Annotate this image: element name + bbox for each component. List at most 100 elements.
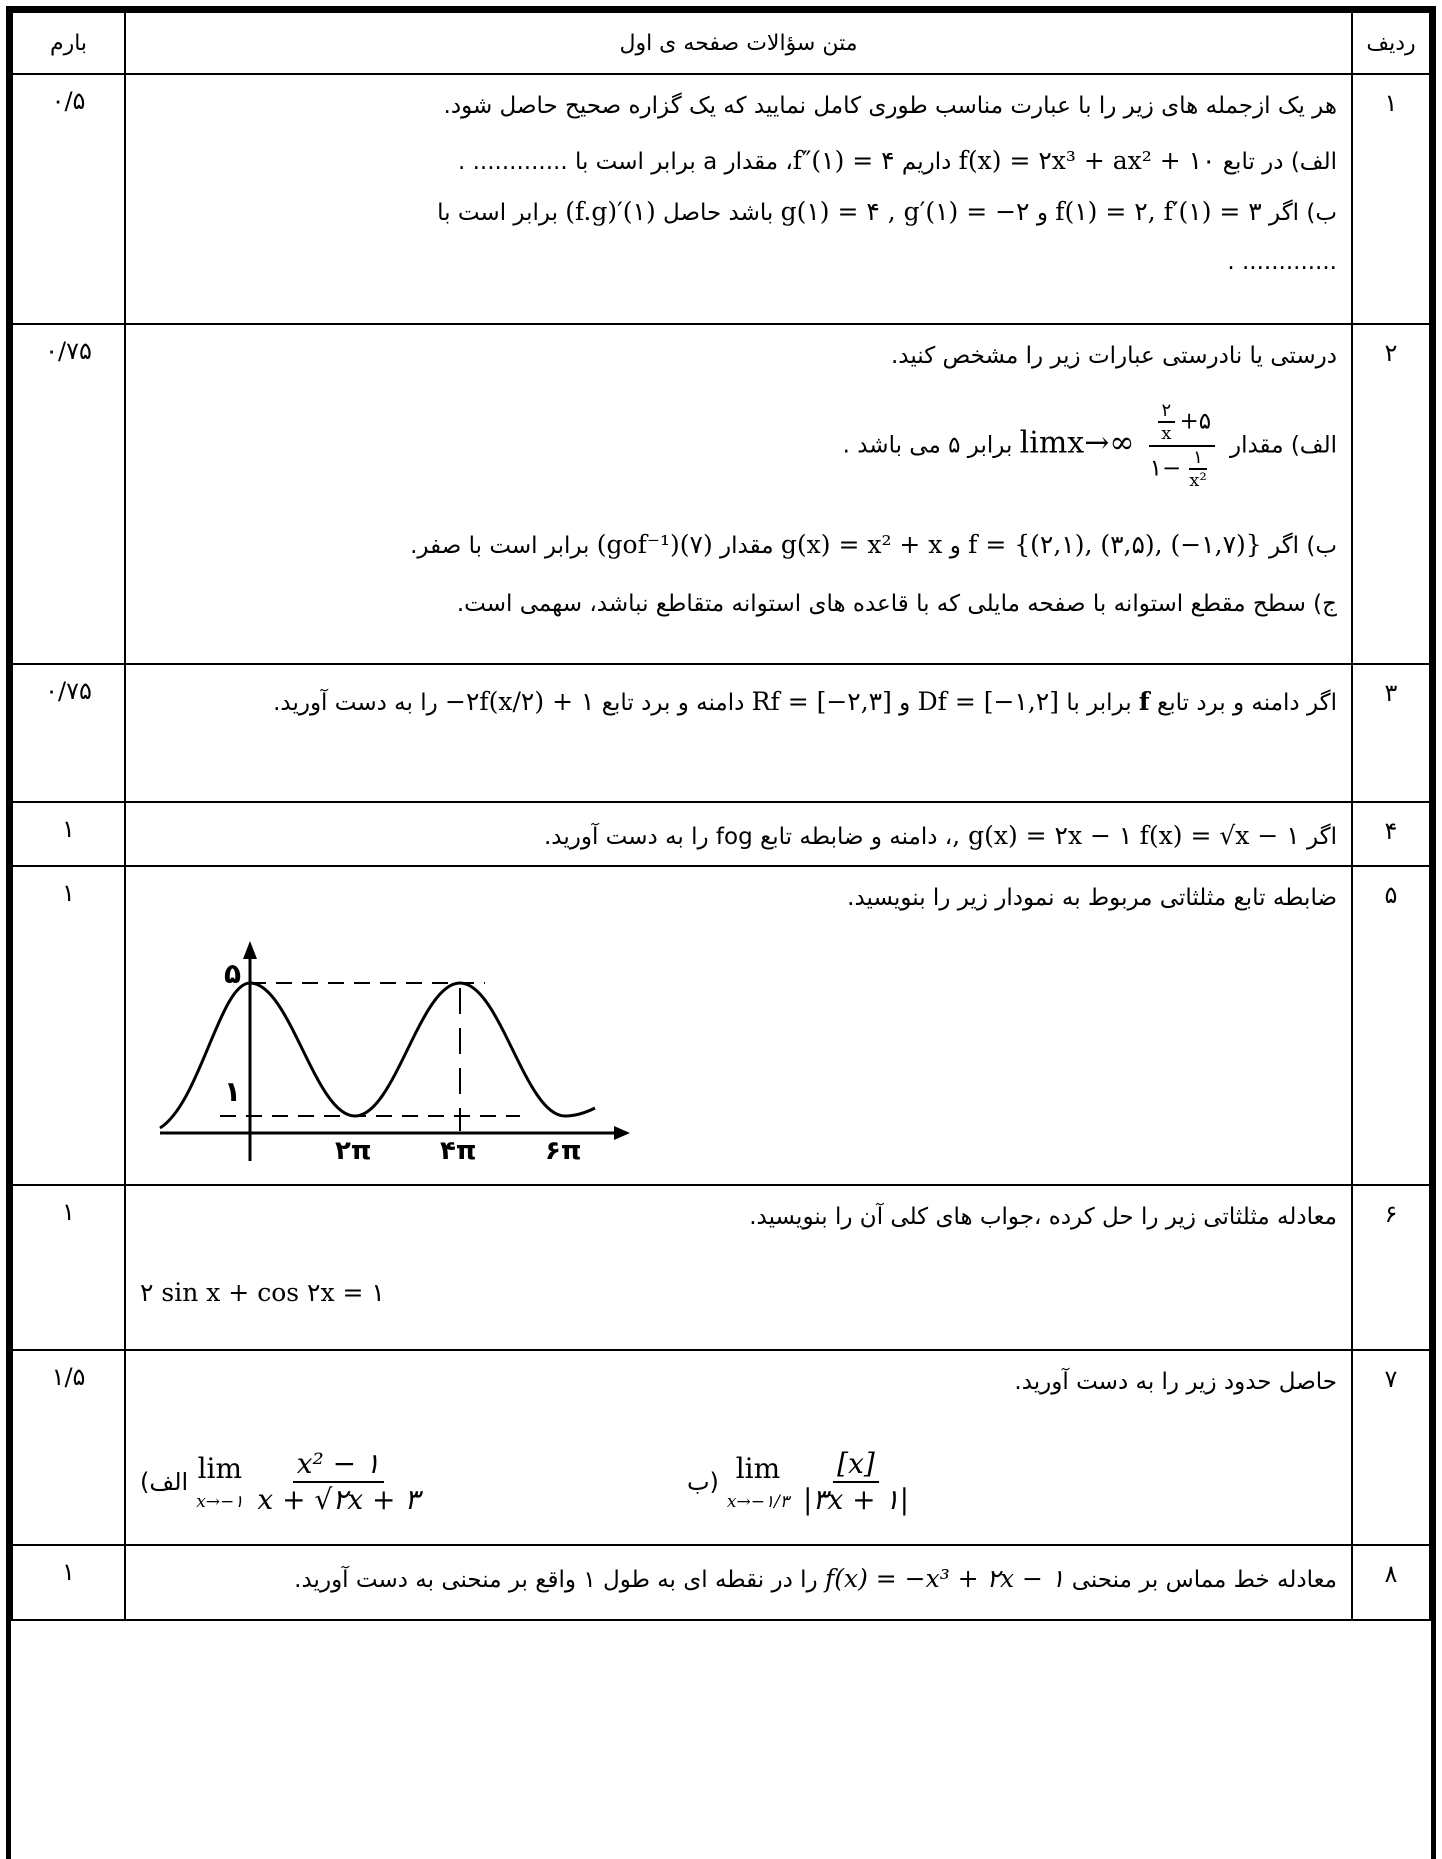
part-prefix: اگر	[1306, 824, 1337, 850]
question-score: ۰/۵	[11, 73, 126, 325]
question-row-3: ۳ اگر دامنه و برد تابع f برابر با Df = […	[11, 663, 1431, 803]
part-suffix: ، دامنه و ضابطه تابع fog را به دست آورید…	[543, 824, 953, 850]
part-suffix: برابر است با صفر.	[410, 532, 590, 559]
question-title: درستی یا نادرستی عبارات زیر را مشخص کنید…	[890, 343, 1337, 369]
fraction-denominator: x + √۲x + ۳	[257, 1482, 420, 1516]
part-suffix: را در نقطه ای به طول ۱ واقع بر منحنی به …	[294, 1566, 818, 1593]
curve	[159, 981, 596, 1130]
part-prefix: ب) اگر	[1269, 200, 1337, 226]
lim-text: lim	[197, 1451, 243, 1485]
function-name: f	[1138, 687, 1150, 716]
y-axis-arrow	[243, 941, 257, 959]
question-score: ۱	[11, 1543, 126, 1621]
part-suffix: را به دست آورید.	[273, 690, 438, 716]
x-label-2pi: ۲π	[335, 1136, 371, 1163]
question-part-b: ب) اگر f(۱) = ۲, f′(۱) = ۳ و g(۱) = ۴ , …	[140, 193, 1337, 231]
question-title: حاصل حدود زیر را به دست آورید.	[1014, 1368, 1337, 1395]
math-function: f(x) = ۲x³ + ax² + ۱۰	[958, 145, 1216, 175]
limit-a-label: (الف	[140, 1467, 189, 1496]
x-axis-arrow	[614, 1126, 630, 1140]
inner-denominator: x	[1161, 423, 1172, 445]
part-prefix: معادله خط مماس بر منحنی	[1071, 1566, 1337, 1593]
part-mid: برابر با	[1066, 690, 1132, 716]
question-score: ۱	[11, 801, 126, 867]
math-condition-2: g(۱) = ۴ , g′(۱) = −۲	[780, 197, 1030, 226]
exam-sheet: ردیف متن سؤالات صفحه ی اول بارم ۱ هر یک …	[6, 6, 1436, 1859]
question-row-6: ۶ معادله مثلثاتی زیر را حل کرده ،جواب ها…	[11, 1183, 1431, 1351]
exam-table: ردیف متن سؤالات صفحه ی اول بارم ۱ هر یک …	[11, 11, 1431, 1621]
math-expression: (gof⁻¹)(۷)	[596, 529, 713, 559]
question-text: ضابطه تابع مثلثاتی مربوط به نمودار زیر ر…	[124, 864, 1353, 1186]
inner-denominator: x²	[1189, 470, 1207, 492]
lim-sub: x→−۱	[196, 1491, 244, 1512]
part-suffix: برابر است با	[437, 200, 558, 226]
fraction-denominator: |۳x + ۱|	[803, 1482, 909, 1516]
question-row-7: ۷ حاصل حدود زیر را به دست آورید. (الف li…	[11, 1348, 1431, 1546]
math-function-g: , g(x) = ۲x − ۱	[952, 821, 1133, 850]
question-part-c: ج) سطح مقطع استوانه با صفحه مایلی که با …	[456, 591, 1337, 618]
part-and: و	[899, 690, 911, 716]
question-title: معادله مثلثاتی زیر را حل کرده ،جواب های …	[749, 1203, 1337, 1230]
math-function: g(x) = x² + x	[780, 529, 943, 559]
part-prefix: ب) اگر	[1269, 532, 1337, 559]
graph-container: ۵ ۱ ۲π ۴π ۶π	[140, 933, 1337, 1174]
question-body: معادله خط مماس بر منحنی f(x) = −x³ + ۲x …	[140, 1560, 1337, 1598]
question-number: ۷	[1351, 1348, 1431, 1546]
limit-operator: lim x→−۱/۳	[727, 1448, 789, 1516]
math-set: f = {(۲,۱), (۳,۵), (−۱,۷)}	[968, 529, 1262, 559]
question-number: ۱	[1351, 73, 1431, 325]
question-score: ۱	[11, 864, 126, 1186]
part-and: و	[949, 532, 961, 559]
answer-blank: ............. .	[1227, 248, 1337, 275]
part-prefix: اگر دامنه و برد تابع	[1157, 690, 1337, 716]
part-suffix: برابر ۵ می باشد .	[842, 432, 1013, 459]
header-row: ردیف متن سؤالات صفحه ی اول بارم	[11, 11, 1431, 75]
y-bottom-label: ۱	[224, 1075, 241, 1108]
math-function: f(x) = −x³ + ۲x − ۱	[824, 1563, 1065, 1593]
question-row-5: ۵ ضابطه تابع مثلثاتی مربوط به نمودار زیر…	[11, 864, 1431, 1186]
denominator-one: ۱−	[1149, 455, 1182, 482]
part-and: و	[1036, 200, 1048, 226]
question-part-a: الف) در تابع f(x) = ۲x³ + ax² + ۱۰ داریم…	[140, 142, 1337, 180]
header-text-label: متن سؤالات صفحه ی اول	[124, 11, 1353, 75]
math-condition: f″(۱) = ۴	[792, 145, 895, 175]
question-number: ۵	[1351, 864, 1431, 1186]
question-number: ۳	[1351, 663, 1431, 803]
header-row-label: ردیف	[1351, 11, 1431, 75]
part-mid: مقدار	[720, 532, 774, 559]
part-mid-2: دامنه و برد تابع	[601, 690, 745, 716]
question-title: ضابطه تابع مثلثاتی مربوط به نمودار زیر ر…	[847, 884, 1337, 911]
question-text: اگر f(x) = √x − ۱ , g(x) = ۲x − ۱، دامنه…	[124, 801, 1353, 867]
part-suffix: ، مقدار a برابر است با ............. .	[457, 148, 793, 175]
inner-numerator: ۱	[1189, 447, 1207, 471]
question-text: اگر دامنه و برد تابع f برابر با Df = [−۱…	[124, 663, 1353, 803]
limit-fraction: [x]|۳x + ۱|	[799, 1447, 913, 1516]
lim-sub: x→−۱/۳	[726, 1491, 789, 1512]
question-row-2: ۲ درستی یا نادرستی عبارات زیر را مشخص کن…	[11, 323, 1431, 665]
question-number: ۶	[1351, 1183, 1431, 1351]
lim-text: lim	[735, 1451, 781, 1485]
question-text: معادله خط مماس بر منحنی f(x) = −x³ + ۲x …	[124, 1543, 1353, 1621]
question-score: ۱/۵	[11, 1348, 126, 1546]
fraction-numerator: x² − ۱	[292, 1447, 385, 1483]
math-function-f: f(x) = √x − ۱	[1139, 821, 1300, 850]
question-number: ۴	[1351, 801, 1431, 867]
inner-numerator: ۲	[1157, 400, 1176, 424]
fraction-numerator: [x]	[833, 1447, 879, 1483]
equation: ۲ sin x + cos ۲x = ۱	[140, 1278, 385, 1307]
question-score: ۰/۷۵	[11, 663, 126, 803]
question-body: اگر دامنه و برد تابع f برابر با Df = [−۱…	[140, 683, 1337, 721]
question-text: معادله مثلثاتی زیر را حل کرده ،جواب های …	[124, 1183, 1353, 1351]
question-number: ۸	[1351, 1543, 1431, 1621]
question-row-8: ۸ معادله خط مماس بر منحنی f(x) = −x³ + ۲…	[11, 1543, 1431, 1621]
x-label-6pi: ۶π	[545, 1136, 581, 1163]
math-condition: f(۱) = ۲, f′(۱) = ۳	[1055, 197, 1262, 226]
